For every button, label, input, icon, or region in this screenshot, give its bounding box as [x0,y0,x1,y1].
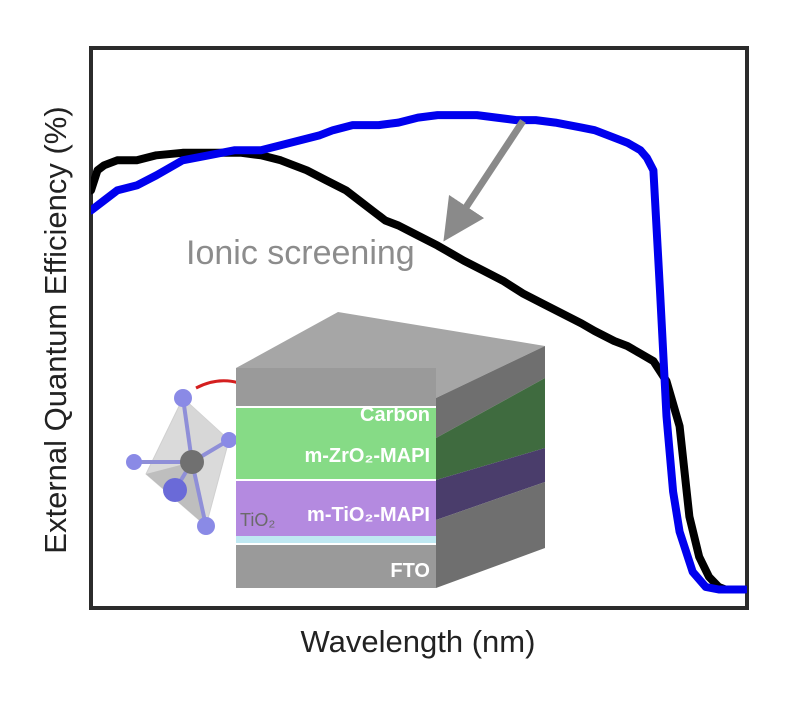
layer-tio2 [236,536,436,544]
layer-fto [236,544,436,588]
layer-label-tio2: TiO₂ [240,510,275,530]
layer-label-carbon: Carbon [360,404,430,426]
annotation-ionic-screening: Ionic screening [186,234,415,272]
device-stack: Carbon m-ZrO₂-MAPI m-TiO₂-MAPI TiO₂ FTO [236,312,545,588]
octahedron-icon [126,379,272,535]
annotation-arrow [443,119,526,242]
y-axis-title: External Quantum Efficiency (%) [38,106,73,553]
plot-frame [89,46,749,610]
series-line-1 [91,111,747,594]
layer-zro2-mapi [236,407,436,480]
layer-label-fto: FTO [390,560,430,582]
layer-tio2-mapi [236,480,436,536]
layer-label-zro2-mapi: m-ZrO₂-MAPI [304,445,430,467]
layer-label-tio2-mapi: m-TiO₂-MAPI [307,504,430,526]
x-axis-title: Wavelength (nm) [301,624,536,659]
series-layer [91,111,747,594]
